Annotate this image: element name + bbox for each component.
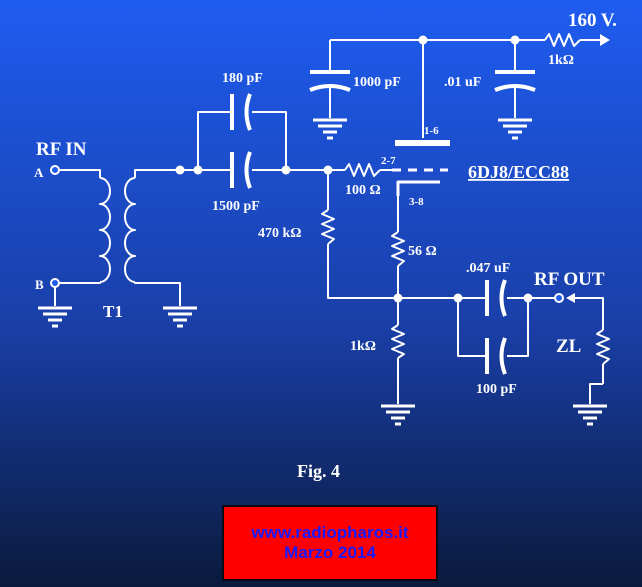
terminal-b [50,278,60,288]
ground-icon [163,306,197,328]
supply-resistor-label: 1kΩ [548,53,574,68]
cap-1500pf-label: 1500 pF [212,199,260,214]
ground-icon [573,404,607,426]
resistor-470k [321,209,335,245]
cap-01uf-label: .01 uF [444,75,481,90]
supply-rail-wires [329,39,600,138]
tube-pin-cathode: 3-8 [409,196,424,208]
capacitor-01uf [494,70,536,118]
supply-arrow-icon [600,34,610,46]
load-label: ZL [556,336,581,357]
ground-icon [498,118,532,140]
ground-icon [381,404,415,426]
transformer-label: T1 [103,302,123,321]
resistor-56-ohm [391,231,405,267]
cap-1000pf-label: 1000 pF [353,75,401,90]
resistor-100-ohm [344,163,381,177]
ground-icon [38,306,72,328]
res-1k-cathode-label: 1kΩ [350,339,376,354]
tube-pin-grid: 2-7 [381,155,396,167]
cap-100pf-label: 100 pF [476,382,517,397]
rf-out-terminal [554,293,564,303]
tube-pin-plate: 1-6 [424,125,439,137]
transformer-primary-coil [54,169,111,306]
capacitor-1500pf [230,151,252,189]
ground-icon [313,118,347,140]
resistor-zl [596,329,610,365]
resistor-1k-cathode [391,324,405,359]
terminal-a [50,165,60,175]
terminal-a-label: A [34,165,44,180]
capacitor-047uf [485,279,507,317]
tube-type-label: 6DJ8/ECC88 [468,162,569,182]
cap-047uf-label: .047 uF [466,261,510,276]
tube-cathode [396,180,440,196]
res-470k-label: 470 kΩ [258,226,302,241]
capacitor-100pf [485,337,507,375]
rf-in-title: RF IN [36,139,87,160]
transformer-secondary-coil [124,169,181,306]
junction-dots [175,35,533,303]
capacitor-1000pf [309,70,351,118]
tube-plate [395,140,450,146]
load-wire [575,297,604,330]
footer-site: www.radiopharos.it [251,523,409,542]
footer-banner: www.radiopharos.it Marzo 2014 [222,505,438,581]
cap-180pf-label: 180 pF [222,71,263,86]
resistor-supply-1k [544,33,581,47]
rf-out-title: RF OUT [534,269,605,290]
capacitor-180pf [230,93,252,131]
figure-caption: Fig. 4 [297,461,340,481]
res-56-label: 56 Ω [408,244,437,259]
supply-voltage-label: 160 V. [568,10,617,31]
footer-date: Marzo 2014 [284,543,376,562]
terminal-b-label: B [35,277,44,292]
res-100-label: 100 Ω [345,183,381,198]
load-arrow-icon [566,293,575,303]
